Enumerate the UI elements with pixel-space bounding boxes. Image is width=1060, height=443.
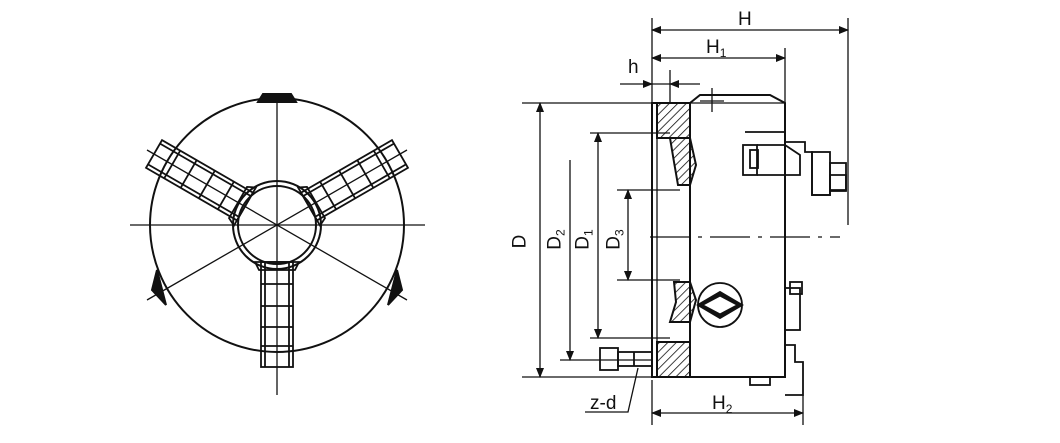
flange-section-bottom: [656, 341, 691, 378]
label-D3: D3: [603, 229, 627, 250]
front-view: [130, 93, 425, 395]
chuck-body-side: [689, 94, 786, 378]
front-centerline-diagonal-b: [146, 149, 408, 301]
zd-leader: [585, 367, 639, 413]
flange-section-upper-taper: [668, 137, 698, 186]
rim-boss-top: [256, 93, 298, 103]
label-H1: H1: [706, 37, 727, 60]
rim-boss-right: [387, 269, 404, 306]
label-h: h: [628, 57, 639, 78]
mounting-bolt: [599, 347, 653, 371]
side-jaw-upper: [742, 131, 847, 196]
side-jaw-lower: [749, 281, 804, 396]
jaw-upper-right: [296, 138, 410, 228]
bore-inner-circle: [237, 185, 317, 265]
flange-section-lower-taper: [668, 281, 698, 323]
jaw-bottom: [253, 261, 301, 368]
label-zd: z-d: [590, 393, 617, 414]
side-view: [599, 88, 847, 396]
rim-boss-left: [150, 269, 167, 306]
label-D2: D2: [544, 229, 568, 250]
label-H2: H2: [712, 393, 733, 416]
label-H: H: [738, 9, 752, 30]
dimension-lines: [522, 18, 849, 425]
label-D1: D1: [572, 229, 596, 250]
jaw-upper-left: [144, 138, 258, 228]
label-D: D: [509, 234, 531, 249]
